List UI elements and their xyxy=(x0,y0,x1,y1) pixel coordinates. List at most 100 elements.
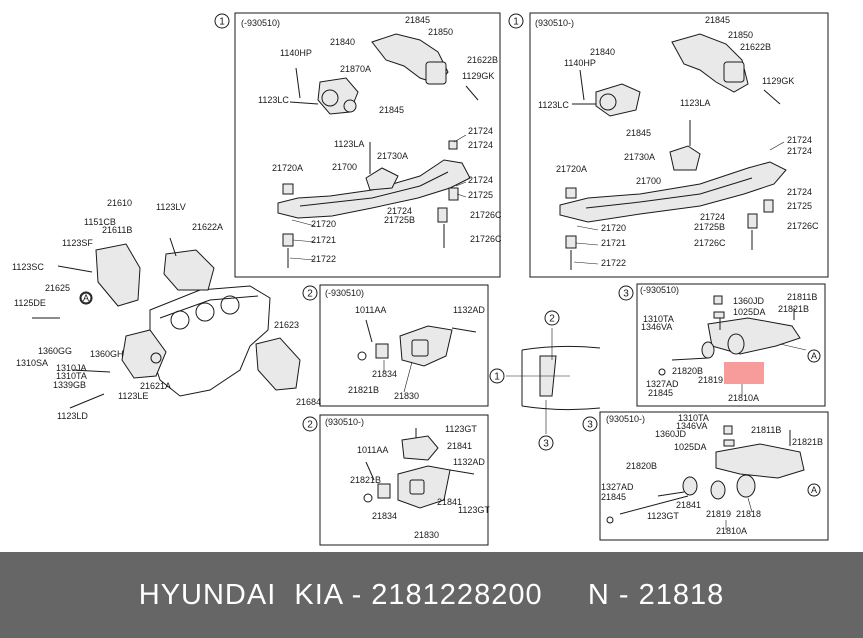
part-label: 21700 xyxy=(332,162,357,172)
part-label: 21724 xyxy=(787,135,812,145)
reference-circle-outline xyxy=(214,13,230,29)
part-label: 21623 xyxy=(274,320,299,330)
part-label: 21611B xyxy=(102,225,132,235)
part-label: 21821B xyxy=(778,304,809,314)
part-label: 1123LC xyxy=(538,100,569,110)
part-label: 21819 xyxy=(698,375,723,385)
part-label: (-930510) xyxy=(325,288,364,298)
reference-circle: 3 xyxy=(582,416,598,432)
part-label: 21820B xyxy=(672,366,703,376)
part-label: 21845 xyxy=(626,128,651,138)
reference-circle-number: 2 xyxy=(549,314,555,325)
part-label: 1123LC xyxy=(258,95,289,105)
reference-circle-outline xyxy=(489,368,505,384)
part-label: 21818 xyxy=(736,509,761,519)
crossmember-assembly-early xyxy=(277,33,479,268)
part-label: 21726C xyxy=(470,210,502,220)
part-label: 1123SF xyxy=(62,238,93,248)
svg-text:A: A xyxy=(83,293,89,303)
reference-circle-number: 3 xyxy=(543,439,549,450)
part-label: 21845 xyxy=(379,105,404,115)
part-label: 21724 xyxy=(387,206,412,216)
arrow-markers: A A A xyxy=(79,291,821,497)
part-label: 21724 xyxy=(468,140,493,150)
part-label: 1360GH xyxy=(90,349,124,359)
part-label: 21811B xyxy=(787,292,817,302)
crossmember-assembly-late xyxy=(559,33,787,270)
part-label: 1140HP xyxy=(564,58,596,68)
part-label: 1346VA xyxy=(641,322,672,332)
reference-circle-outline xyxy=(302,285,318,301)
reference-circle-number: 1 xyxy=(513,17,519,28)
part-label: 1123SC xyxy=(12,262,44,272)
part-label: 1132AD xyxy=(453,305,485,315)
part-label: 21610 xyxy=(107,198,132,208)
reference-circle-outline xyxy=(508,13,524,29)
reference-circle: 3 xyxy=(618,285,634,301)
part-labels: (-930510)21845218502184021622B1140HP2187… xyxy=(12,15,823,540)
reference-circle: 2 xyxy=(544,310,560,326)
part-label: 21720 xyxy=(601,223,626,233)
part-label: 1360JD xyxy=(655,429,687,439)
part-label: 21845 xyxy=(648,388,673,398)
part-label: 21840 xyxy=(590,47,615,57)
part-label: 21724 xyxy=(787,187,812,197)
panel-front-mount-late xyxy=(319,414,489,546)
panel-crossmember-early xyxy=(234,12,501,278)
part-label: 21834 xyxy=(372,369,397,379)
part-label: 21819 xyxy=(706,509,731,519)
part-label: 21724 xyxy=(468,175,493,185)
front-mount-late xyxy=(363,428,475,509)
part-label: (930510-) xyxy=(606,414,645,424)
reference-circle-number: 3 xyxy=(587,420,593,431)
part-label: 21850 xyxy=(728,30,753,40)
part-label: 1025DA xyxy=(733,307,766,317)
part-label: 21700 xyxy=(636,176,661,186)
reference-circle-number: 2 xyxy=(307,420,313,431)
part-label: 21845 xyxy=(601,492,626,502)
svg-text:A: A xyxy=(811,351,817,361)
part-label: 21810A xyxy=(716,526,747,536)
part-label: 1360JD xyxy=(733,296,765,306)
part-label: 21720 xyxy=(311,219,336,229)
reference-circle: 1 xyxy=(508,13,524,29)
part-label: 21625 xyxy=(45,283,70,293)
part-label: 21850 xyxy=(428,27,453,37)
part-label: 1123LA xyxy=(334,139,364,149)
part-label: 1011AA xyxy=(357,445,388,455)
part-label: 1140HP xyxy=(280,48,312,58)
part-label: (-930510) xyxy=(241,18,280,28)
reference-circle: 1 xyxy=(214,13,230,29)
part-label: 21725B xyxy=(694,222,725,232)
part-label: 21821B xyxy=(348,385,379,395)
part-label: 21720A xyxy=(272,163,303,173)
part-label: 1123LV xyxy=(156,202,186,212)
part-label: 21726C xyxy=(694,238,726,248)
part-label: 1129GK xyxy=(762,76,794,86)
part-label: 21622A xyxy=(192,222,223,232)
part-label: 1123LA xyxy=(680,98,710,108)
part-label: 21834 xyxy=(372,511,397,521)
part-label: 1123LE xyxy=(118,391,148,401)
rear-mount-early xyxy=(658,295,807,396)
part-label: (930510-) xyxy=(325,417,364,427)
part-label: 21724 xyxy=(700,212,725,222)
part-label: 21726C xyxy=(470,234,502,244)
part-label: 21725 xyxy=(787,201,812,211)
part-label: 1360GG xyxy=(38,346,72,356)
part-label: 1310TA xyxy=(56,371,87,381)
reference-circle-outline xyxy=(538,435,554,451)
part-label: 21840 xyxy=(330,37,355,47)
footer-bar: HYUNDAI KIA - 2181228200 N - 21818 xyxy=(0,552,863,638)
part-label: 1129GK xyxy=(462,71,494,81)
part-label: 21730A xyxy=(377,151,408,161)
part-label: 21841 xyxy=(437,497,462,507)
part-label: 21621A xyxy=(140,381,171,391)
engine-block xyxy=(32,237,301,409)
part-label: 21870A xyxy=(340,64,371,74)
part-label: 1025DA xyxy=(674,442,707,452)
part-label: 1310TA xyxy=(643,314,674,324)
part-label: 21722 xyxy=(311,254,336,264)
